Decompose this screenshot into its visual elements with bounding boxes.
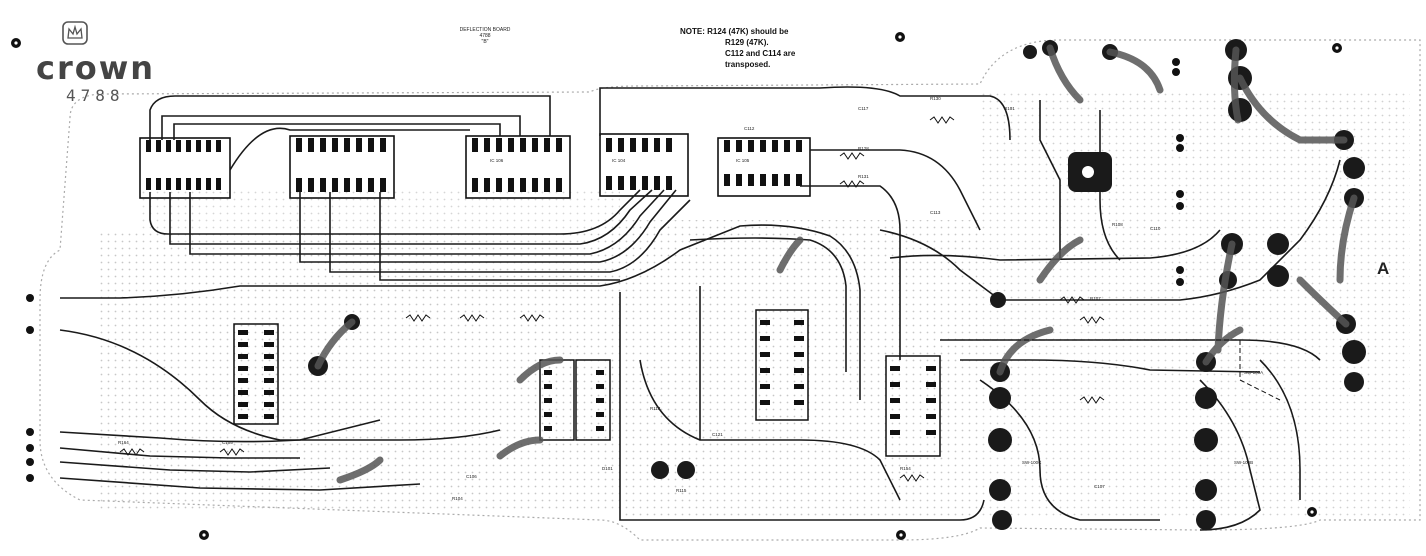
ic-chip-row-top: [139, 133, 811, 199]
component-label: R108: [1112, 222, 1123, 227]
component-label: R113: [650, 406, 661, 411]
switch-boundary: [960, 339, 1281, 401]
component-label: C106: [466, 474, 477, 479]
note-line: C112 and C114 are: [725, 49, 796, 58]
ic-pins-lower: [238, 320, 936, 435]
component-label: C105: [222, 440, 233, 445]
mounting-hole-icon: [11, 32, 1342, 540]
component-label: R164: [118, 440, 129, 445]
section-label: A: [1377, 259, 1390, 278]
component-label: R115: [676, 488, 687, 493]
ic-pins-top: [146, 138, 802, 192]
component-label: C110: [1150, 226, 1161, 231]
wide-copper-traces: [314, 44, 1358, 484]
note-line: NOTE: R124 (47K) should be: [680, 27, 789, 36]
component-label: C113: [930, 210, 941, 215]
component-label: SW-100C: [1022, 460, 1042, 465]
crown-logo-icon: [62, 21, 88, 45]
component-label: IC 104: [612, 158, 626, 163]
component-label: R131: [858, 174, 869, 179]
component-label: SW-100A: [1244, 370, 1264, 375]
board-title-line: "B": [481, 39, 489, 45]
component-label: C121: [712, 432, 723, 437]
correction-note: NOTE: R124 (47K) should be R129 (47K). C…: [680, 26, 795, 70]
note-line: transposed.: [725, 60, 771, 69]
component-label: R104: [452, 496, 463, 501]
board-part-number: 4788: [66, 86, 125, 105]
component-label: C107: [1094, 484, 1105, 489]
brand-wordmark: crown: [36, 49, 156, 87]
component-label: R130: [930, 96, 941, 101]
board-outline: [39, 39, 1421, 541]
note-line: R129 (47K).: [725, 38, 769, 47]
component-label: D101: [602, 466, 613, 471]
component-label: IC 105: [736, 158, 750, 163]
trace-bus: [59, 86, 1341, 531]
component-label: R154: [900, 466, 911, 471]
component-label: R101: [1004, 106, 1015, 111]
component-label: IC 106: [490, 158, 504, 163]
pad-highlights: [1082, 166, 1094, 178]
component-label: C112: [744, 126, 755, 131]
component-label: SW-100B: [1234, 460, 1254, 465]
component-label: R107: [1090, 296, 1101, 301]
component-label: R128: [858, 146, 869, 151]
component-label: C117: [858, 106, 869, 111]
board-title: DEFLECTION BOARD 4788 "B": [440, 27, 530, 45]
ground-plane-right: [980, 90, 1410, 520]
edge-connector-pins: [26, 58, 1184, 482]
resistor-symbols: [119, 116, 1105, 482]
board-title-line: DEFLECTION BOARD: [459, 27, 511, 33]
board-title-line: 4788: [479, 33, 491, 39]
